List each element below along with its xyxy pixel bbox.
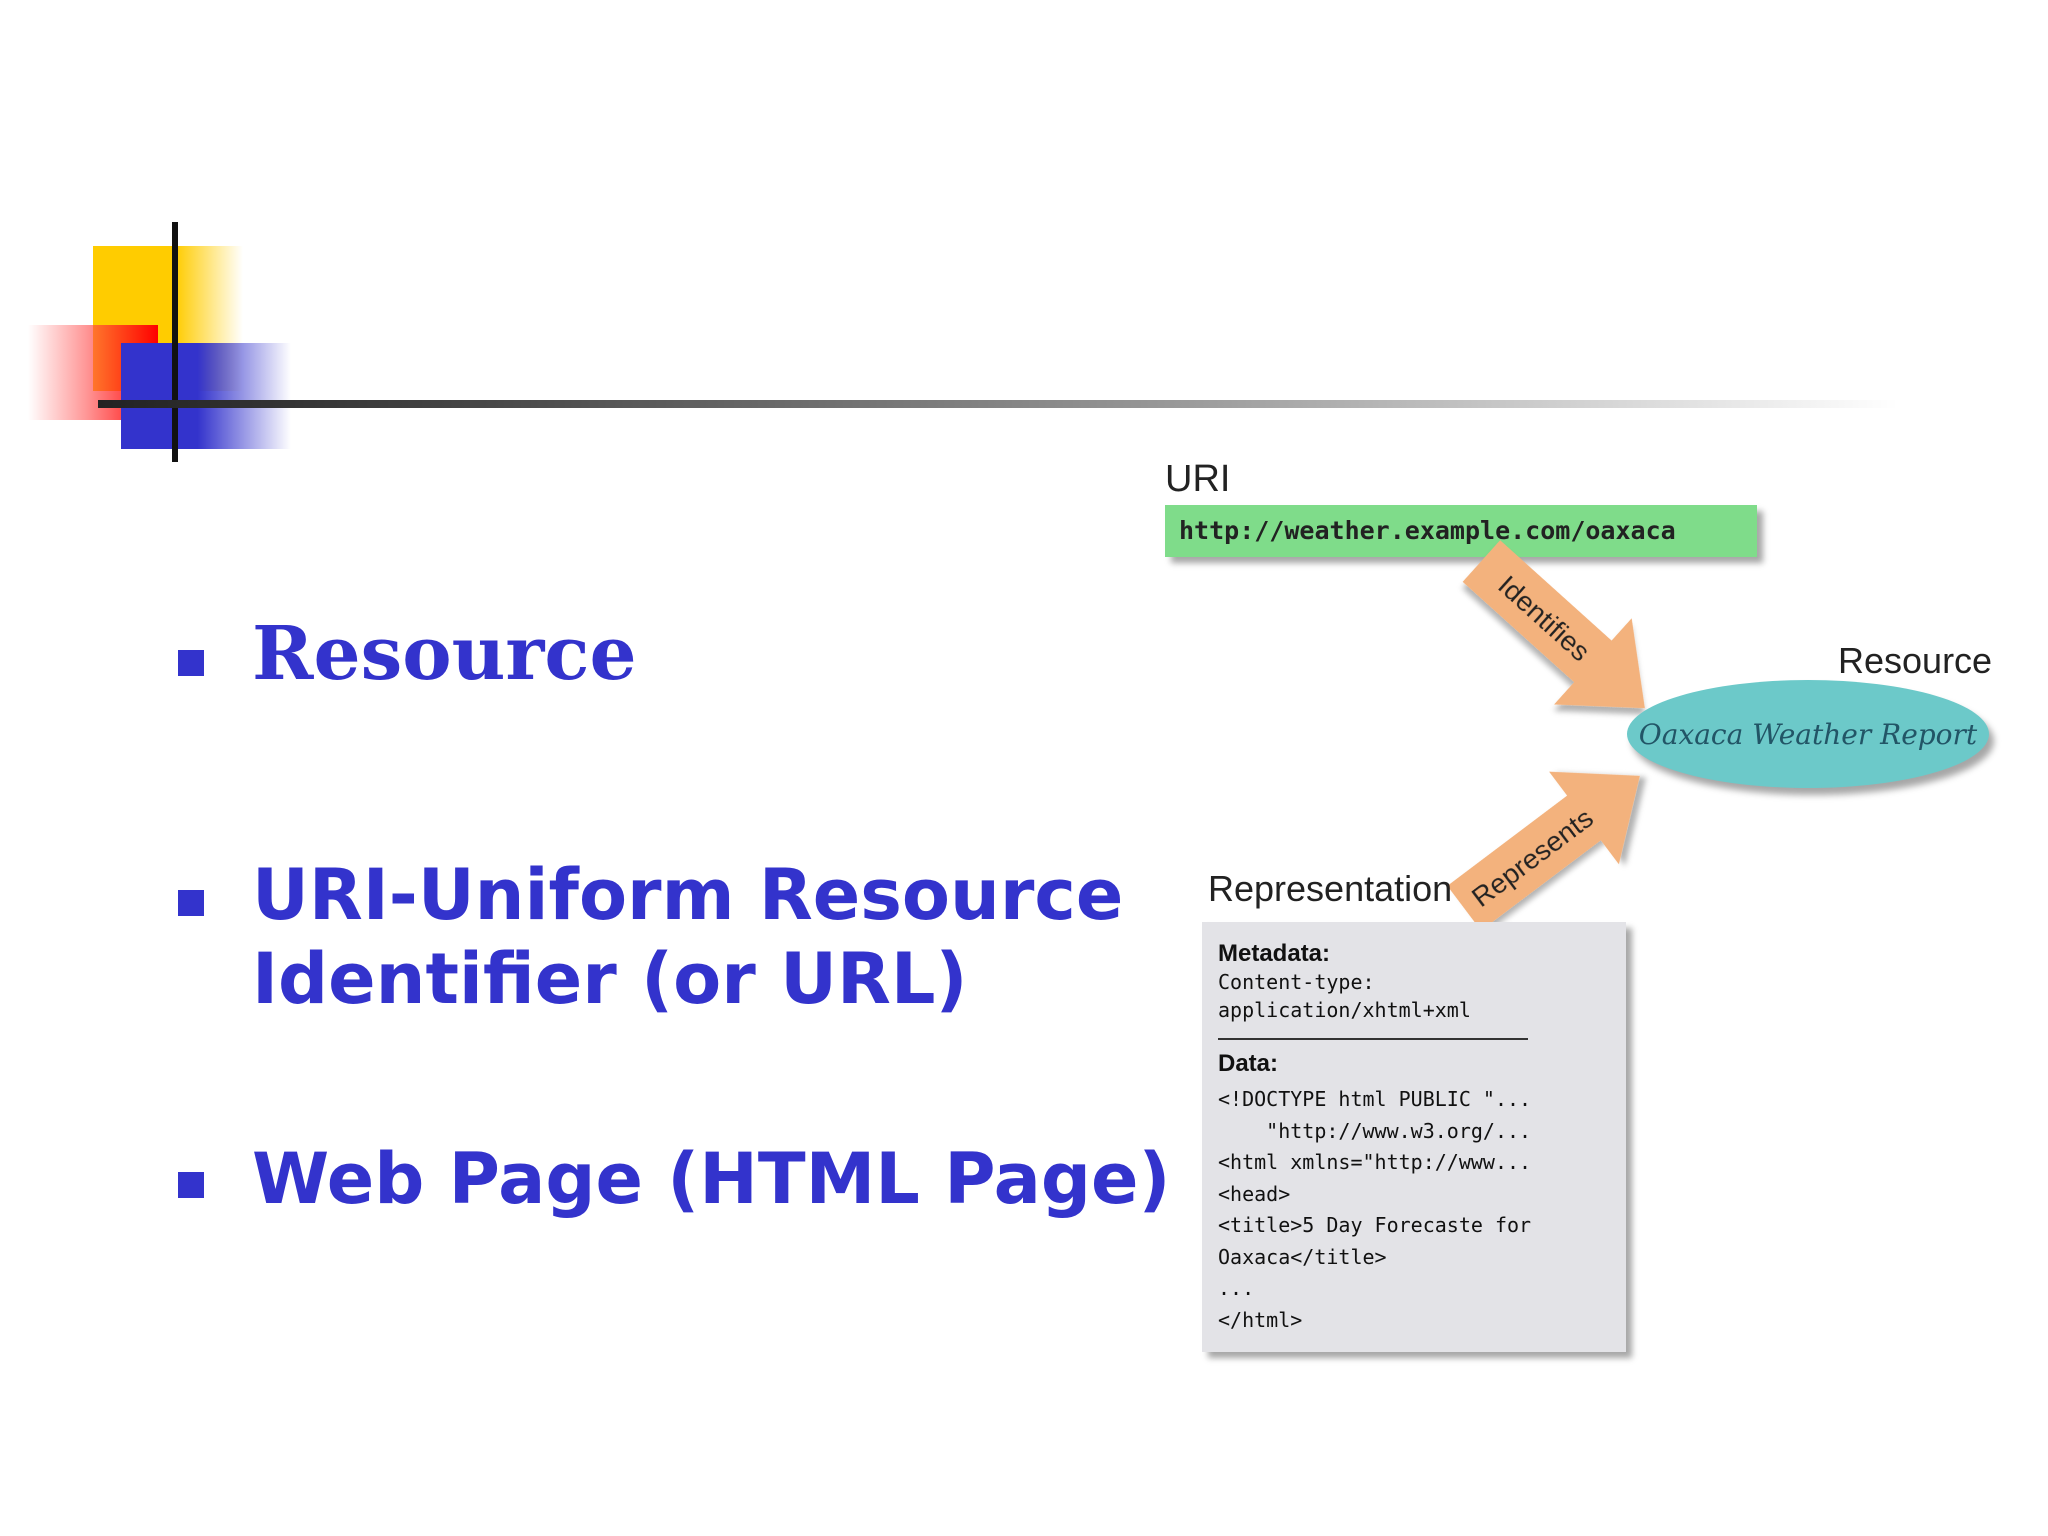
metadata-line: application/xhtml+xml [1218, 998, 1471, 1022]
bullet-uri-line1: URI-Uniform Resource [252, 854, 1124, 936]
bullet-webpage: Web Page (HTML Page) [252, 1138, 1171, 1220]
bullet-uri-line2: Identifier (or URL) [252, 938, 968, 1020]
logo-blue-square [121, 343, 291, 449]
metadata-heading: Metadata: [1218, 940, 1331, 967]
data-line: </html> [1218, 1307, 1303, 1332]
data-line: <title>5 Day Forecaste for [1218, 1213, 1532, 1237]
resource-label: Resource [1838, 640, 1993, 681]
data-line: <!DOCTYPE html PUBLIC "... [1218, 1087, 1532, 1111]
representation-label: Representation [1208, 868, 1453, 909]
bullet-marker-resource [178, 650, 204, 676]
data-line: <html xmlns="http://www... [1218, 1150, 1532, 1174]
data-line: <head> [1218, 1181, 1291, 1206]
data-line: ... [1218, 1276, 1255, 1300]
logo-vertical-line [172, 222, 178, 462]
represents-arrow: Represents [1447, 771, 1640, 931]
resource-name: Oaxaca Weather Report [1638, 717, 1978, 751]
data-code: <!DOCTYPE html PUBLIC "... "http://www.w… [1218, 1084, 1610, 1336]
representation-box: Metadata: Content-type: application/xhtm… [1202, 922, 1626, 1352]
data-line: "http://www.w3.org/... [1218, 1118, 1532, 1143]
resource-ellipse: Oaxaca Weather Report [1627, 680, 1989, 788]
title-rule [98, 400, 1898, 408]
bullet-marker-webpage [178, 1172, 204, 1198]
uri-label: URI [1165, 458, 1231, 500]
uri-box: http://weather.example.com/oaxaca [1165, 505, 1757, 557]
bullet-marker-uri [178, 890, 204, 916]
data-heading: Data: [1218, 1050, 1279, 1077]
representation-divider [1218, 1038, 1528, 1040]
bullet-resource: Resource [252, 611, 637, 697]
data-line: Oaxaca</title> [1218, 1244, 1387, 1269]
metadata-line: Content-type: [1218, 970, 1375, 994]
